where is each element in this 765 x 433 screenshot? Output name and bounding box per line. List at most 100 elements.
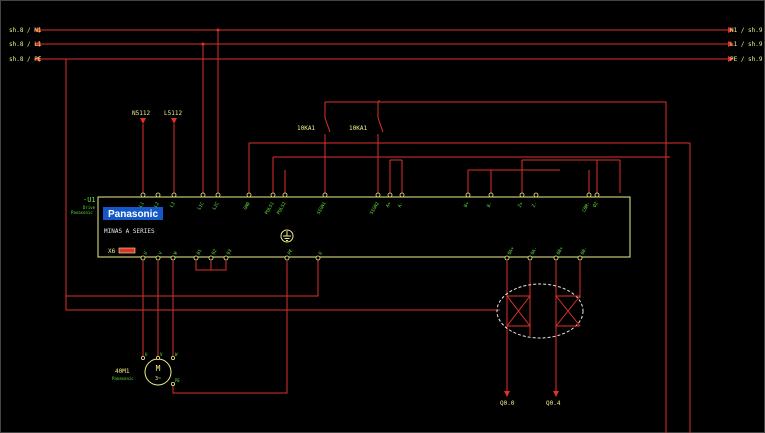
top-terminal-label: L2C [211,201,220,211]
relay-group-outline [496,283,584,339]
top-terminal [533,192,539,198]
bottom-terminal [140,255,146,261]
motor-terminal [170,355,175,360]
rail-n1 [34,27,734,33]
arrow-left-icon [34,41,40,47]
motor-sub: Panasonic [112,376,134,381]
contact-label-left: 10KA1 [297,125,315,132]
bottom-terminal [155,255,161,261]
bottom-terminal [577,255,583,261]
top-terminal [488,192,494,198]
bottom-terminal-label: E [318,250,325,256]
motor-m-label: M [156,364,161,373]
top-terminal-label: Z- [531,201,539,209]
motor-terminal-label: U [145,352,148,357]
motor-terminal-label: W [175,352,178,357]
bottom-terminal-label: OB- [580,246,589,256]
top-terminal-label: Z+ [517,201,525,209]
top-terminal [215,192,221,198]
motor-tag: 40M1 [115,368,130,375]
bottom-terminal [553,255,559,261]
rail-l1-left-label: sh.8 / L1 [9,41,42,48]
top-terminal-label: L1 [138,201,146,209]
bottom-terminal-label: W [173,250,180,256]
drive-body [97,196,631,258]
drive-series: MINAS A SERIES [104,228,155,235]
top-terminal-label: A+ [385,201,393,209]
rail-pe-right-label: PE / sh.9 [730,56,763,63]
feed-l5112: L5112 [164,110,182,193]
rail-l1 [34,41,734,47]
feed-n5112: N5112 [132,110,150,193]
top-terminal-label: L3 [169,201,177,209]
motor-terminal-label: V [160,352,163,357]
top-terminal-label: PULS1 [264,201,276,216]
bottom-terminal-label: V [158,250,165,256]
drive-tag-sub2: Panasonic [71,210,93,215]
motor-terminal [170,381,175,386]
top-terminal-label: SIGN2 [369,201,381,216]
arrow-right-icon [728,27,734,33]
bottom-terminal-label: OA+ [507,246,516,256]
top-terminal-label: A- [397,201,405,209]
top-terminal-label: OZ [592,201,600,209]
top-terminal [594,192,600,198]
output-q04: Q0.4 [546,400,561,407]
bottom-terminal [193,255,199,261]
bottom-terminal [527,255,533,261]
top-terminal [246,192,252,198]
svg-text:N5112: N5112 [132,110,150,117]
rail-pe [34,56,734,62]
top-terminal-label: L2 [153,201,161,209]
top-terminal [375,192,381,198]
top-terminal [270,192,276,198]
bottom-terminal-label: B1 [196,248,204,256]
bottom-terminal-label: OA- [530,246,539,256]
motor-phase-label: 3~ [155,376,161,382]
ground-icon [280,229,294,243]
top-terminal [282,192,288,198]
top-terminal [155,192,161,198]
bottom-terminal [208,255,214,261]
drive-tag: -U1 [83,196,96,204]
rail-n1-left-label: sh.8 / N1 [9,27,42,34]
arrow-left-icon [34,56,40,62]
top-terminal [399,192,405,198]
bottom-terminal-label: PE [287,248,295,256]
rail-n1-right-label: N1 / sh.9 [730,27,763,34]
top-terminal [387,192,393,198]
top-terminal-label: B+ [463,201,471,209]
bottom-terminal-label: B3 [226,248,234,256]
x6-connector [118,247,136,254]
top-terminal-label: SIGN1 [316,201,328,216]
drive-tag-sub1: Drive [83,205,96,210]
top-terminal [519,192,525,198]
rail-pe-left-label: sh.8 / PE [9,56,42,63]
top-terminal-label: GND [242,201,251,211]
top-terminal [171,192,177,198]
arrow-left-icon [34,27,40,33]
arrow-right-icon [728,56,734,62]
top-terminal [140,192,146,198]
top-terminal-label: PULS2 [276,201,288,216]
bottom-terminal-label: B2 [211,248,219,256]
arrow-right-icon [728,41,734,47]
top-terminal [322,192,328,198]
top-terminal [586,192,592,198]
bottom-terminal [504,255,510,261]
top-terminal-label: B- [486,201,494,209]
bottom-terminal-label: U [143,250,150,256]
output-q00: Q0.0 [500,400,515,407]
panasonic-logo [103,207,163,220]
bottom-terminal [170,255,176,261]
motor-terminal [140,355,145,360]
bottom-terminal [223,255,229,261]
x6-label: X6 [108,248,116,255]
contact-label-right: 10KA1 [349,125,367,132]
panasonic-logo-text: Panasonic [108,209,158,220]
top-terminal-label: L1C [196,201,205,211]
